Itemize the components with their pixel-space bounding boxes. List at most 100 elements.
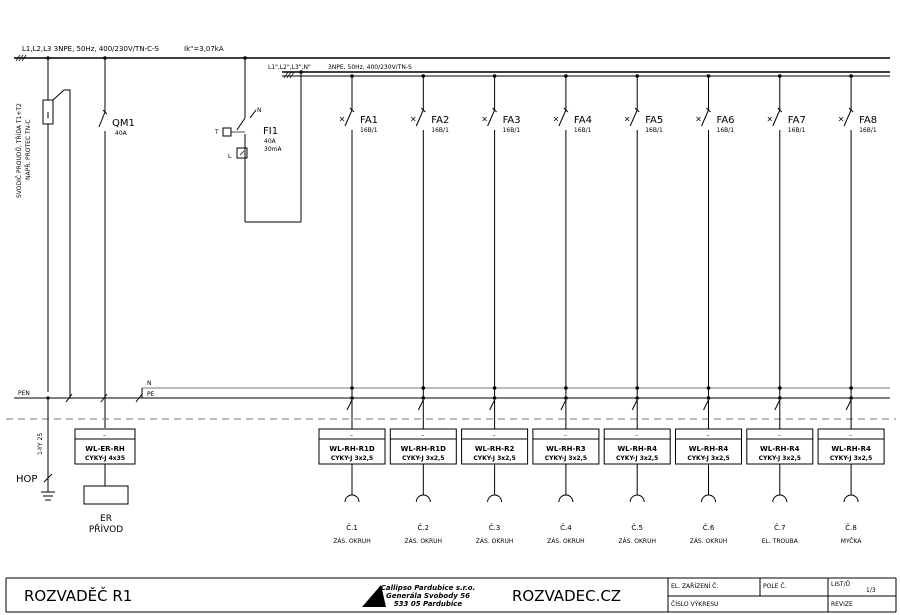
breaker-rating: 16B/1: [788, 127, 806, 134]
breaker-rating: 16B/1: [859, 127, 877, 134]
breaker-contact: [701, 109, 709, 127]
breaker-contact: [344, 109, 353, 127]
pe-junction: [564, 396, 568, 400]
sub-phases-label: L1",L2",L3",N": [268, 64, 311, 71]
circuit-description: ZÁS. OKRUH: [618, 538, 656, 545]
pe-junction: [421, 396, 426, 400]
n-junction: [849, 386, 853, 390]
n-junction: [778, 386, 782, 390]
bus-junction: [778, 74, 782, 78]
cable-header: –: [635, 432, 638, 439]
cable-id: WL-RH-R1D: [329, 445, 375, 453]
bus-junction: [421, 74, 426, 78]
cable-type: CYKY-J 3x2,5: [830, 455, 872, 462]
bus-junction: [564, 74, 568, 78]
terminal-mark: [417, 399, 424, 411]
er-label: ER: [100, 514, 112, 524]
feed-cable-type: CYKY-J 4x35: [85, 455, 125, 462]
breaker-trip-cross: [767, 116, 773, 122]
n-label: N: [147, 380, 152, 387]
sheet-cell: LIST/Ů: [831, 581, 850, 588]
pe-junction: [635, 396, 639, 400]
circuit-description: ZÁS. OKRUH: [690, 538, 728, 545]
bus-junction: [492, 74, 497, 78]
pe-junction: [849, 396, 853, 400]
drawing-number-cell: ČÍSLO VÝKRESU: [671, 601, 718, 608]
terminal-mark: [845, 399, 852, 411]
qm1-name: QM1: [112, 118, 135, 129]
bus-junction: [706, 74, 711, 78]
cable-type: CYKY-J 3x2,5: [545, 455, 587, 462]
cable-header: –: [849, 432, 852, 439]
breaker-name: FA4: [574, 115, 592, 126]
fi1-rating: 40A: [264, 138, 277, 145]
breaker-mark: [634, 107, 640, 113]
breaker-rating: 16B/1: [360, 127, 378, 134]
cable-id: WL-RH-R4: [617, 445, 657, 453]
outlet-symbol-icon: [487, 494, 503, 503]
breaker-trip-cross: [838, 116, 844, 122]
fi1-t-label: T: [214, 129, 219, 136]
breaker-mark: [563, 107, 569, 113]
company-city: 533 05 Pardubice: [394, 600, 463, 608]
breaker-contact: [487, 109, 496, 127]
breaker-rating: 16B/1: [503, 127, 521, 134]
surge-protector: [42, 56, 71, 398]
outlet-symbol-icon: [843, 494, 859, 503]
fi1-n-label: N: [257, 107, 262, 114]
ground-cable-label: 1-YY 25: [37, 433, 44, 455]
outlet-symbol-icon: [344, 494, 360, 503]
cable-type: CYKY-J 3x2,5: [687, 455, 729, 462]
breaker-contact: [558, 109, 567, 127]
terminal-mark: [346, 399, 353, 411]
cable-id: WL-RH-R4: [689, 445, 729, 453]
pen-terminals: [46, 388, 143, 403]
circuit-description: MYČKA: [841, 538, 863, 545]
breaker-mark: [492, 107, 497, 113]
circuit-number: Č.4: [560, 523, 572, 532]
busbar-hatch-sub: [283, 71, 295, 79]
breaker-trip-cross: [696, 116, 701, 122]
bus-junction: [635, 74, 639, 78]
main-supply-label: L1,L2,L3 3NPE, 50Hz, 400/230V/TN-C-S: [22, 45, 159, 53]
cable-type: CYKY-J 3x2,5: [759, 455, 801, 462]
breaker-contact: [772, 109, 781, 127]
circuit-description: ZÁS. OKRUH: [405, 538, 443, 545]
breaker-mark: [777, 107, 783, 113]
pe-junction: [778, 396, 782, 400]
n-junction: [564, 386, 568, 390]
breaker-rating: 16B/1: [574, 127, 592, 134]
n-junction: [706, 386, 711, 390]
cable-header: –: [707, 432, 710, 439]
surge-label-line2: NAPŘ. PROTEC TN-C: [24, 119, 32, 180]
breaker-trip-cross: [339, 116, 345, 122]
cable-type: CYKY-J 3x2,5: [473, 455, 515, 462]
breaker-name: FA6: [717, 115, 735, 126]
circuit-description: ZÁS. OKRUH: [547, 538, 585, 545]
terminal-mark: [489, 399, 496, 411]
company-logo-triangle: [362, 585, 386, 607]
breaker-contact: [415, 109, 424, 127]
breaker-trip-cross: [553, 116, 559, 122]
circuit-number: Č.7: [774, 523, 786, 532]
breaker-mark: [706, 107, 711, 113]
circuit-description: ZÁS. OKRUH: [476, 538, 514, 545]
busbar-hatch-main: [15, 54, 27, 62]
breaker-mark: [848, 107, 854, 113]
title-block: [5, 577, 897, 613]
cable-header: –: [564, 432, 567, 439]
breaker-trip-cross: [482, 116, 487, 122]
drawing-title: ROZVADĚČ R1: [24, 586, 132, 605]
terminal-mark: [703, 399, 709, 411]
cable-id: WL-RH-R1D: [401, 445, 447, 453]
breaker-rating: 16B/1: [645, 127, 663, 134]
circuit-number: Č.6: [703, 523, 715, 532]
sheet-value: 1/3: [866, 587, 876, 594]
